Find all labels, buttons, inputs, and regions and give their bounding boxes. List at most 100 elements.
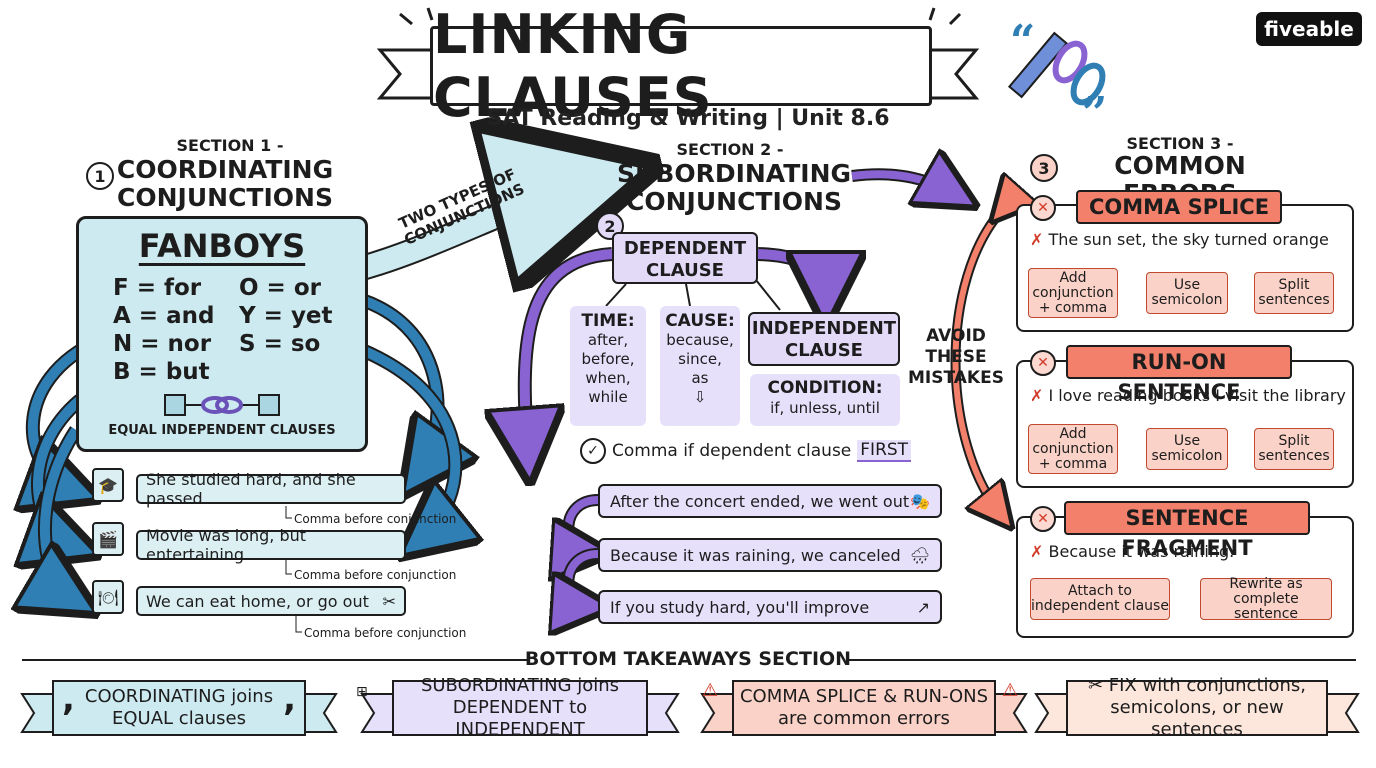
fragment-example-text: Because it was raining.: [1048, 542, 1235, 561]
section1-number-label: SECTION 1 -: [176, 136, 284, 155]
section1-title-line2: CONJUNCTIONS: [117, 183, 333, 212]
takeaway-errors: COMMA SPLICE & RUN-ONS are common errors: [732, 680, 996, 736]
independent-line1: INDEPENDENT: [751, 318, 897, 339]
section2-number-label: SECTION 2 -: [676, 140, 784, 159]
section2-title-line2: CONJUNCTIONS: [626, 187, 842, 216]
fanboys-title: FANBOYS: [138, 227, 306, 265]
comma-rule-text: Comma if dependent clause: [612, 441, 852, 461]
warning-icon: ⚠: [1002, 680, 1019, 701]
condition-label: CONDITION:: [767, 378, 883, 398]
avoid-line3: MISTAKES: [908, 368, 1004, 388]
linked-clauses-icon: [164, 394, 280, 416]
subordinating-example-3: If you study hard, you'll improve ↗: [598, 590, 942, 624]
cross-mark-icon: ✗: [1030, 230, 1044, 249]
sparkle-lines-icon: [399, 7, 962, 26]
takeaway-2-line2: DEPENDENT to INDEPENDENT: [452, 697, 588, 740]
fanboys-n: N = nor: [113, 331, 212, 357]
comma-rule-emphasis: FIRST: [857, 440, 912, 462]
rain-cloud-icon: 🌧: [909, 545, 930, 565]
comma-splice-example-text: The sun set, the sky turned orange: [1048, 230, 1329, 249]
svg-text:“: “: [1010, 16, 1035, 67]
cause-item-1: because,: [666, 331, 734, 349]
takeaway-fix: ✂ FIX with conjunctions, semicolons, or …: [1066, 675, 1328, 740]
fanboys-y: Y = yet: [239, 303, 333, 329]
coordinating-example-2: Movie was long, but entertaining: [136, 526, 406, 564]
cause-item-2: since,: [678, 350, 722, 368]
fanboys-s: S = so: [239, 331, 321, 357]
coordinating-example-3-text: We can eat home, or go out: [146, 591, 369, 611]
dependent-clause-box: DEPENDENT CLAUSE: [612, 232, 758, 284]
comma-rule: ✓ Comma if dependent clause FIRST: [580, 438, 912, 464]
error-x-icon: ✕: [1030, 195, 1056, 221]
run-on-fix-3: Split sentences: [1254, 428, 1334, 470]
takeaway-coordinating: , COORDINATING joins EQUAL clauses ,: [52, 680, 306, 736]
avoid-line1: AVOID: [926, 326, 986, 346]
plate-utensils-icon: 🍽: [92, 580, 124, 614]
section3-circle: 3: [1030, 154, 1058, 182]
graduation-cap-icon: 🎓: [92, 468, 124, 502]
independent-clause-box: INDEPENDENT CLAUSE: [748, 312, 900, 366]
error-x-icon: ✕: [1030, 350, 1056, 376]
time-item-3: when,: [585, 369, 631, 387]
subordinating-example-2-text: Because it was raining, we canceled: [610, 545, 901, 565]
bottom-section-title: BOTTOM TAKEAWAYS SECTION: [524, 648, 852, 670]
time-item-1: after,: [587, 331, 629, 349]
dependent-line1: DEPENDENT: [623, 238, 747, 259]
subordinating-example-2: Because it was raining, we canceled 🌧: [598, 538, 942, 572]
condition-box: CONDITION: if, unless, until: [750, 374, 900, 426]
section1-title-line1: COORDINATING: [116, 155, 334, 184]
section2-title: SUBORDINATING CONJUNCTIONS: [614, 160, 854, 216]
fanboys-f: F = for: [113, 275, 202, 301]
cross-mark-icon: ✗: [1030, 386, 1044, 405]
utensils-icon: ✂: [382, 591, 396, 611]
takeaway-4-line1-text: FIX with conjunctions,: [1108, 675, 1307, 696]
theater-masks-icon: 🎭: [910, 491, 930, 511]
coordinating-example-3: We can eat home, or go out ✂: [136, 586, 406, 616]
pencil-chain-quotes-icon: “ ”: [1007, 16, 1107, 139]
time-item-4: while: [588, 388, 628, 406]
section1-circle: 1: [86, 162, 114, 190]
error-x-icon: ✕: [1030, 506, 1056, 532]
section2-title-line1: SUBORDINATING: [616, 159, 852, 188]
run-on-tag: RUN-ON SENTENCE: [1066, 345, 1292, 404]
comma-splice-example: ✗ The sun set, the sky turned orange: [1030, 230, 1329, 249]
takeaway-subordinating: SUBORDINATING joins DEPENDENT to INDEPEN…: [392, 675, 648, 740]
fanboys-o: O = or: [239, 275, 321, 301]
warning-icon: ⚠: [702, 680, 719, 701]
fragment-example: ✗ Because it was raining.: [1030, 542, 1234, 561]
fragment-tag: SENTENCE FRAGMENT: [1064, 501, 1310, 560]
fragment-fix-1: Attach to independent clause: [1030, 578, 1170, 620]
tools-icon: ✂: [1087, 675, 1104, 696]
cross-mark-icon: ✗: [1030, 542, 1044, 561]
svg-text:”: ”: [1082, 88, 1107, 139]
coordinating-note-3: Comma before conjunction: [304, 626, 467, 640]
subordinating-example-1: After the concert ended, we went out 🎭: [598, 484, 942, 518]
run-on-example-text: I love reading books I visit the library: [1048, 386, 1346, 405]
avoid-mistakes-label: AVOID THESE MISTAKES: [906, 326, 1006, 389]
comma-splice-fix-3: Split sentences: [1254, 272, 1334, 314]
hierarchy-icon: ⊞: [356, 684, 368, 700]
coordinating-note-1: Comma before conjunction: [294, 512, 457, 526]
coordinating-note-2: Comma before conjunction: [294, 568, 457, 582]
time-item-2: before,: [581, 350, 635, 368]
trend-up-icon: ↗: [916, 597, 930, 617]
section3-number-label: SECTION 3 -: [1126, 134, 1234, 153]
avoid-line2: THESE: [925, 347, 987, 367]
condition-items: if, unless, until: [770, 399, 880, 417]
fragment-fix-2: Rewrite as complete sentence: [1200, 576, 1332, 621]
comma-glyph-icon: ,: [283, 679, 296, 719]
subordinating-example-3-text: If you study hard, you'll improve: [610, 597, 870, 617]
comma-splice-tag: COMMA SPLICE: [1076, 190, 1282, 224]
run-on-example: ✗ I love reading books I visit the libra…: [1030, 386, 1346, 405]
fanboys-caption: EQUAL INDEPENDENT CLAUSES: [108, 423, 336, 438]
brand-logo[interactable]: fiveable: [1256, 12, 1362, 46]
comma-glyph-icon: ,: [62, 679, 75, 719]
time-label: TIME:: [581, 311, 635, 331]
time-column: TIME: after, before, when, while: [570, 306, 646, 426]
coordinating-example-1: She studied hard, and she passed: [136, 470, 406, 508]
takeaway-4-line1: ✂ FIX with conjunctions,: [1068, 675, 1326, 697]
run-on-fix-1: Add conjunction + comma: [1028, 424, 1118, 474]
takeaway-3-line1: COMMA SPLICE & RUN-ONS: [739, 686, 989, 707]
film-clapper-icon: 🎬: [92, 522, 124, 556]
